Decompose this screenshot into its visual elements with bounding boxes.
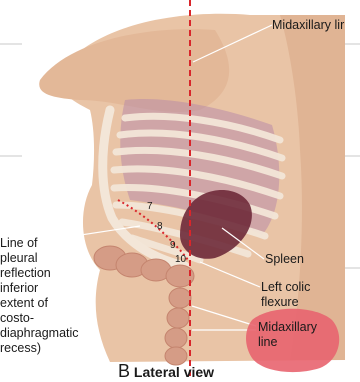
label-line-of-pleural-reflection: Line of pleural reflection inferior exte… xyxy=(0,236,79,356)
caption-text: Lateral view xyxy=(134,364,214,380)
label-left-colic-flexure: Left colic flexure xyxy=(261,280,310,310)
label-midaxillary-line-top: Midaxillary lir xyxy=(272,18,344,33)
label-spleen: Spleen xyxy=(265,252,304,267)
rib-number-8: 8 xyxy=(157,221,163,232)
rib-number-9: 9 xyxy=(170,240,176,251)
rib-number-10: 10 xyxy=(175,254,186,265)
rib-number-7: 7 xyxy=(147,201,153,212)
label-midaxillary-line-bottom: Midaxillary line xyxy=(258,320,317,350)
caption-letter: B xyxy=(118,361,130,381)
